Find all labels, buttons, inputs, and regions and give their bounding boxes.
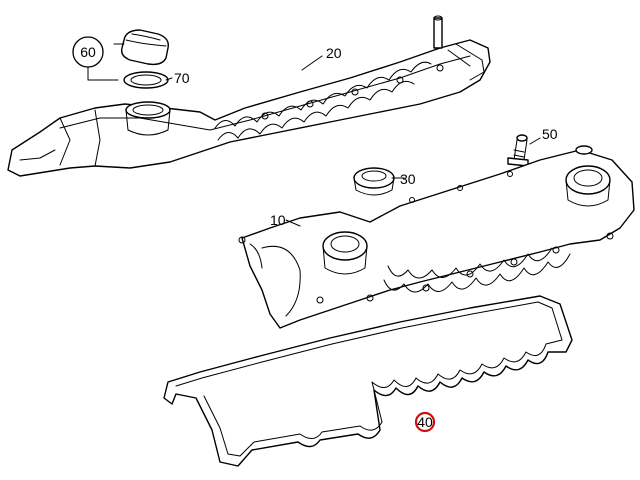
callout-70-label[interactable]: 70 [174, 70, 190, 86]
callout-20-label[interactable]: 20 [326, 45, 342, 61]
callout-60-label: 60 [80, 44, 96, 60]
callout-10-label[interactable]: 10 [270, 212, 286, 228]
callout-50-label[interactable]: 50 [542, 126, 558, 142]
part-60-oil-filler-cap [120, 29, 169, 66]
callout-60[interactable]: 60 [72, 36, 104, 68]
part-50-bolt [507, 134, 529, 167]
part-70-seal-ring [123, 71, 169, 89]
part-40-gasket [163, 295, 573, 467]
callout-40[interactable]: 40 [414, 411, 436, 433]
part-30-grommet [353, 167, 395, 196]
leader-lines [87, 43, 541, 227]
callout-40-label: 40 [417, 414, 433, 430]
part-10-head-cover-lower [238, 145, 635, 329]
part-20-head-cover-upper [7, 15, 491, 177]
callout-30-label[interactable]: 30 [400, 171, 416, 187]
